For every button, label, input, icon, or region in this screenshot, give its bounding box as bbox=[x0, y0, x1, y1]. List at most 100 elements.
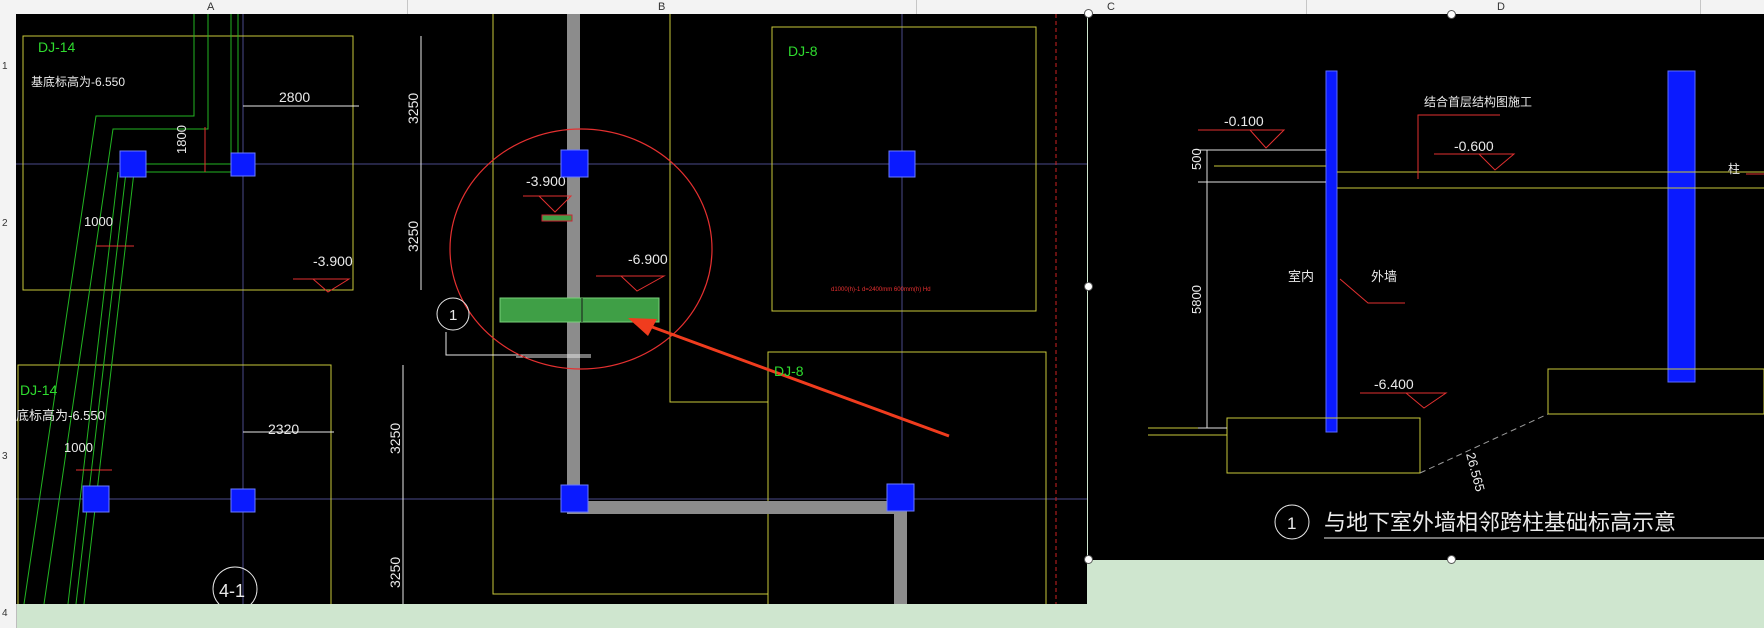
dimension-text-3250: 3250 bbox=[387, 423, 403, 454]
elevation-text: -3.900 bbox=[526, 173, 566, 189]
selection-handle[interactable] bbox=[1447, 10, 1456, 19]
selection-handle[interactable] bbox=[1084, 9, 1093, 18]
elevation-marker-icon bbox=[1360, 392, 1448, 409]
dimension-text-2800: 2800 bbox=[279, 89, 310, 105]
column-separator[interactable] bbox=[1306, 0, 1307, 14]
slope-line bbox=[1419, 413, 1549, 474]
base-elevation-note: 基底标高为-6.550 bbox=[31, 74, 125, 89]
footing-slab bbox=[499, 297, 660, 323]
grade-beam-horizontal bbox=[567, 501, 907, 514]
elevation-marker-icon bbox=[596, 275, 666, 292]
elevation-marker-icon bbox=[293, 278, 351, 293]
footing-outline-dj14-bottom bbox=[17, 364, 332, 604]
slope-wall-line bbox=[67, 171, 119, 604]
slope-wall-line bbox=[43, 14, 209, 604]
note-text: 结合首层结构图施工 bbox=[1424, 94, 1532, 109]
column-marker bbox=[230, 152, 256, 177]
highlight-circle bbox=[449, 128, 713, 370]
elevation-text: -3.900 bbox=[313, 253, 353, 269]
column-marker bbox=[560, 484, 589, 513]
column-separator[interactable] bbox=[407, 0, 408, 14]
section-caption: 与地下室外墙相邻跨柱基础标高示意 bbox=[1324, 510, 1676, 535]
elevation-text: -6.900 bbox=[628, 251, 668, 267]
footing-note-red: d1000(h)-1 d=2400mm 600mm(h) Hd bbox=[831, 287, 931, 293]
dimension-text-3250: 3250 bbox=[405, 221, 421, 252]
footing-label: DJ-14 bbox=[38, 39, 76, 55]
footing-outline-dj14-top bbox=[22, 35, 354, 291]
column-header-b[interactable]: B bbox=[658, 1, 666, 13]
footing-label: DJ-8 bbox=[788, 43, 818, 59]
column-separator[interactable] bbox=[916, 0, 917, 14]
row-header-1[interactable]: 1 bbox=[2, 61, 8, 72]
foundation-plan-drawing: 2800 2320 1000 1000 1800 3250 3250 3250 … bbox=[16, 14, 1087, 604]
column-shape bbox=[1667, 70, 1696, 383]
footing-outline-dj8-top bbox=[771, 26, 1037, 312]
slope-wall-line bbox=[83, 171, 135, 604]
column-marker bbox=[119, 150, 147, 178]
caption-marker-circle bbox=[1274, 504, 1310, 540]
column-header-d[interactable]: D bbox=[1497, 1, 1505, 13]
selection-handle[interactable] bbox=[1084, 555, 1093, 564]
slab-strip bbox=[541, 214, 573, 222]
column-marker bbox=[230, 488, 256, 513]
column-marker bbox=[560, 149, 589, 178]
elevation-marker-icon bbox=[1434, 153, 1516, 171]
footing-label: DJ-8 bbox=[774, 363, 804, 379]
footing-outline-b bbox=[492, 14, 768, 595]
indoor-label: 室内 bbox=[1288, 269, 1314, 284]
section-41-circle bbox=[212, 566, 258, 604]
annotation-arrow-line bbox=[643, 322, 950, 438]
column-header-bar: A B C D bbox=[0, 0, 1764, 15]
base-elevation-note: 底标高为-6.550 bbox=[16, 408, 105, 423]
dimension-text-1000: 1000 bbox=[64, 440, 93, 455]
dimension-text-3250: 3250 bbox=[405, 93, 421, 124]
note-leader bbox=[1339, 278, 1405, 304]
note-leader bbox=[1417, 114, 1500, 179]
column-marker bbox=[82, 485, 110, 513]
row-header-bar: 1 2 3 4 bbox=[0, 14, 17, 628]
column-separator[interactable] bbox=[1700, 0, 1701, 14]
outer-wall-shape bbox=[1325, 70, 1338, 433]
section-41-label: 4-1 bbox=[219, 581, 245, 601]
selection-handle[interactable] bbox=[1447, 555, 1456, 564]
footing-outline-dj8-bottom bbox=[767, 351, 1047, 604]
elevation-text: -0.600 bbox=[1454, 138, 1494, 154]
elevation-text: -0.100 bbox=[1224, 113, 1264, 129]
elevation-text: -6.400 bbox=[1374, 376, 1414, 392]
row-header-4[interactable]: 4 bbox=[2, 608, 8, 619]
row-header-2[interactable]: 2 bbox=[2, 218, 8, 229]
cad-section-image[interactable]: -0.100 -0.600 -6.400 结合首层结构图施工 室内 外墙 柱 5… bbox=[1088, 14, 1764, 560]
grade-beam-vertical-2 bbox=[894, 501, 907, 604]
slope-wall-line bbox=[75, 171, 127, 604]
elevation-marker-icon bbox=[1198, 129, 1286, 149]
footing-label: DJ-14 bbox=[20, 382, 58, 398]
section-drawing: -0.100 -0.600 -6.400 结合首层结构图施工 室内 外墙 柱 5… bbox=[1148, 70, 1764, 540]
dimension-text-2320: 2320 bbox=[268, 421, 299, 437]
callout-leader bbox=[445, 332, 591, 356]
dimension-text-1800: 1800 bbox=[174, 125, 189, 154]
outer-wall-label: 外墙 bbox=[1371, 269, 1397, 284]
angle-text: 26.565 bbox=[1463, 451, 1488, 493]
slope-wall-line bbox=[23, 14, 195, 604]
column-footing-outline bbox=[1547, 368, 1764, 415]
cad-plan-image[interactable]: 2800 2320 1000 1000 1800 3250 3250 3250 … bbox=[16, 14, 1087, 604]
grade-beam-vertical bbox=[567, 14, 580, 501]
wall-footing-outline bbox=[1226, 417, 1421, 474]
column-label: 柱 bbox=[1728, 161, 1740, 176]
selection-handle[interactable] bbox=[1084, 282, 1093, 291]
column-marker bbox=[888, 150, 916, 178]
row-header-3[interactable]: 3 bbox=[2, 451, 8, 462]
footing-outline-b2 bbox=[669, 14, 768, 403]
column-header-c[interactable]: C bbox=[1107, 1, 1115, 13]
caption-marker-number: 1 bbox=[1287, 514, 1296, 533]
section-marker-number: 1 bbox=[449, 307, 457, 324]
dimension-text-1000: 1000 bbox=[84, 214, 113, 229]
column-marker bbox=[886, 483, 915, 512]
dimension-text-500: 500 bbox=[1189, 148, 1204, 170]
dimension-text-5800: 5800 bbox=[1189, 285, 1204, 314]
section-marker-circle bbox=[436, 297, 470, 331]
column-header-a[interactable]: A bbox=[207, 1, 215, 13]
annotation-arrow-head-icon bbox=[628, 318, 657, 336]
dimension-text-3250: 3250 bbox=[387, 557, 403, 588]
elevation-marker-icon bbox=[523, 195, 573, 213]
